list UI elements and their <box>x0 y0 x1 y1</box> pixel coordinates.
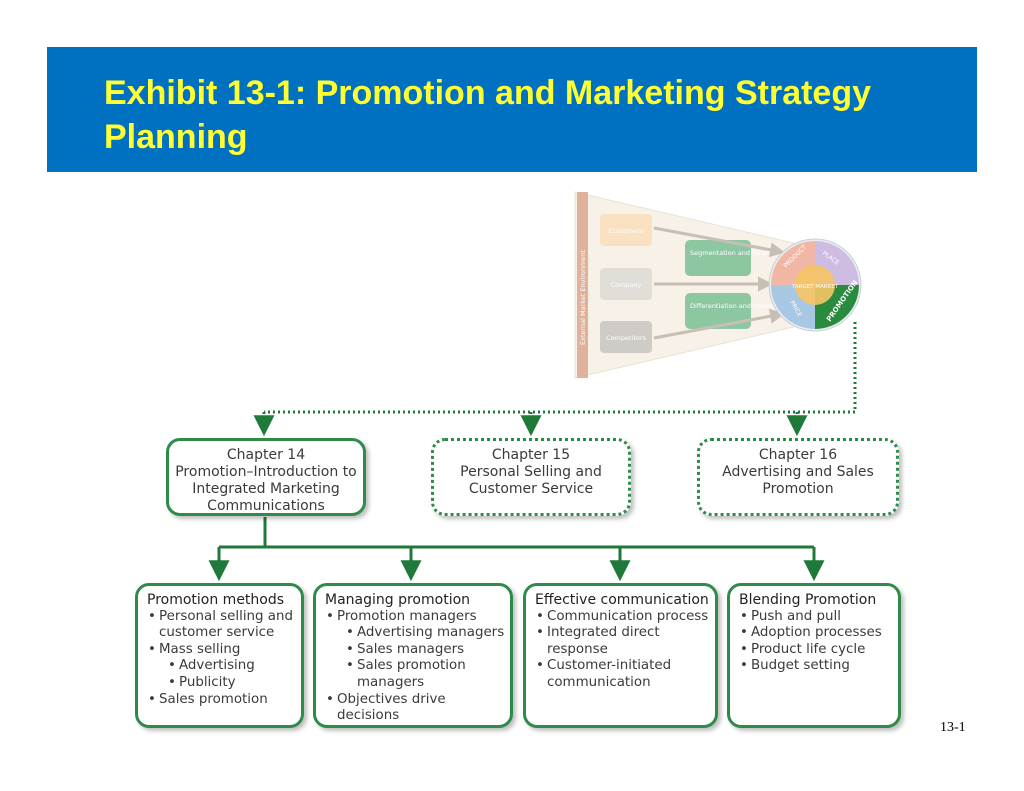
list-item: Budget setting <box>739 658 898 675</box>
chapter-14-box: Chapter 14 Promotion–Introduction to Int… <box>166 438 366 516</box>
topic-managing-promotion: Managing promotion Promotion managers Ad… <box>313 583 513 728</box>
wheel-center-label: TARGET MARKET <box>791 284 839 290</box>
list-item: Advertising managers <box>345 625 510 642</box>
step-differentiation <box>685 293 751 329</box>
topic-list: Communication process Integrated direct … <box>535 609 715 692</box>
list-item: response <box>547 641 608 657</box>
input-label-customers: Customers <box>609 227 645 235</box>
list-item: Personal selling and <box>147 609 301 626</box>
input-box-company <box>600 268 652 300</box>
chapter-15-line-2: Customer Service <box>468 481 594 497</box>
list-item: managers <box>357 674 425 690</box>
dotted-connector <box>253 322 857 437</box>
step-differentiation-text: Differentiation and Positioning <box>690 302 788 310</box>
chapter-16-number: Chapter 16 <box>758 447 838 463</box>
topic-effective-communication: Effective communication Communication pr… <box>523 583 718 728</box>
list-item: Customer-initiated <box>535 658 715 675</box>
list-item: Promotion managers <box>325 609 510 626</box>
arrow-competitors <box>653 308 785 340</box>
side-label: External Market Environment <box>579 250 587 345</box>
step-segmentation-text: Segmentation and Targeting <box>690 249 782 257</box>
topic-title: Effective communication <box>535 592 709 608</box>
chapter-15-number: Chapter 15 <box>491 447 571 463</box>
list-item: communication <box>547 674 651 690</box>
topic-title: Promotion methods <box>147 592 285 608</box>
slide-title: Exhibit 13-1: Promotion and Marketing St… <box>104 74 872 156</box>
input-box-competitors <box>600 321 652 353</box>
chapter-16-box: Chapter 16 Advertising and Sales Promoti… <box>697 438 899 516</box>
list-item: customer service <box>159 625 275 641</box>
chapter-14-line-3: Communications <box>207 498 325 514</box>
list-item: Publicity <box>167 675 301 692</box>
list-item: decisions <box>337 708 400 724</box>
step-segmentation <box>685 240 751 276</box>
marketing-mix-wheel: TARGET MARKET PROMOTION PRODUCT PLACE PR… <box>768 238 862 332</box>
arrow-customers <box>653 226 785 258</box>
list-item: Product life cycle <box>739 642 898 659</box>
list-item: Objectives drive <box>325 692 510 709</box>
page-number: 13-1 <box>940 720 966 735</box>
topic-blending-promotion: Blending Promotion Push and pull Adoptio… <box>727 583 901 728</box>
title-banner: Exhibit 13-1: Promotion and Marketing St… <box>47 47 977 172</box>
topic-list: Promotion managers Advertising managers … <box>325 609 510 725</box>
external-environment-bar <box>577 192 588 378</box>
list-item: Sales managers <box>345 642 510 659</box>
list-item: Adoption processes <box>739 625 898 642</box>
list-item: Mass selling <box>147 642 301 659</box>
list-item: Advertising <box>167 658 301 675</box>
step-label-differentiation: Differentiation and Positioning <box>690 302 788 310</box>
chapter-16-line-1: Advertising and Sales <box>722 464 874 480</box>
topic-promotion-methods: Promotion methods Personal selling and c… <box>135 583 304 728</box>
topic-title: Blending Promotion <box>739 592 877 608</box>
input-box-customers <box>600 214 652 246</box>
chapter-16-line-2: Promotion <box>762 481 834 497</box>
chapter-14-number: Chapter 14 <box>226 447 306 463</box>
wheel-target-market <box>795 265 835 305</box>
list-item: Sales promotion <box>345 658 510 675</box>
input-label-company: Company <box>611 281 642 289</box>
chapter-15-line-1: Personal Selling and <box>460 464 602 480</box>
chapter-14-line-2: Integrated Marketing <box>192 481 340 497</box>
topic-title: Managing promotion <box>325 592 471 608</box>
list-item: Sales promotion <box>147 692 301 709</box>
list-item: Communication process <box>535 609 715 626</box>
list-item: Push and pull <box>739 609 898 626</box>
list-item: Integrated direct <box>535 625 715 642</box>
chapter-14-line-1: Promotion–Introduction to <box>175 464 357 480</box>
topic-list: Push and pull Adoption processes Product… <box>739 609 898 675</box>
chapter-15-box: Chapter 15 Personal Selling and Customer… <box>431 438 631 516</box>
topic-list: Personal selling and customer service Ma… <box>147 609 301 709</box>
step-label-segmentation: Segmentation and Targeting <box>690 249 782 257</box>
solid-connector <box>208 517 825 582</box>
input-label-competitors: Competitors <box>606 334 647 342</box>
